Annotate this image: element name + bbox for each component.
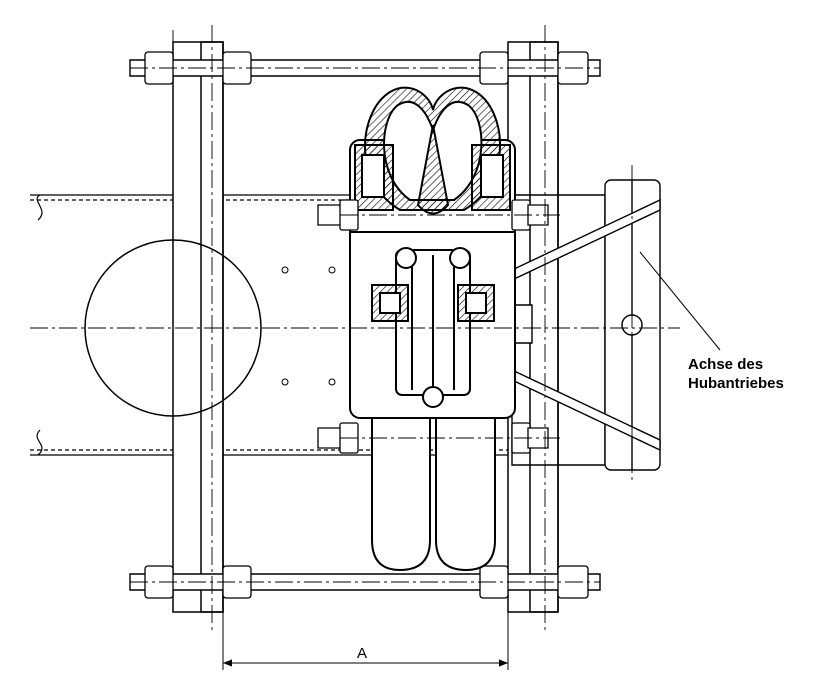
drive-axis-label-line1: Achse des (688, 356, 764, 373)
drive-axis-label-line2: Hubantriebes (688, 375, 784, 392)
left-side-plates (173, 42, 223, 612)
dimension-a (223, 612, 508, 670)
center-lines (30, 25, 680, 630)
drive-axis-label: Achse des Hubantriebes (688, 355, 784, 393)
air-spring (350, 88, 515, 570)
small-holes (282, 267, 335, 385)
callout-leader (640, 252, 720, 350)
dimension-label: A (357, 645, 368, 662)
